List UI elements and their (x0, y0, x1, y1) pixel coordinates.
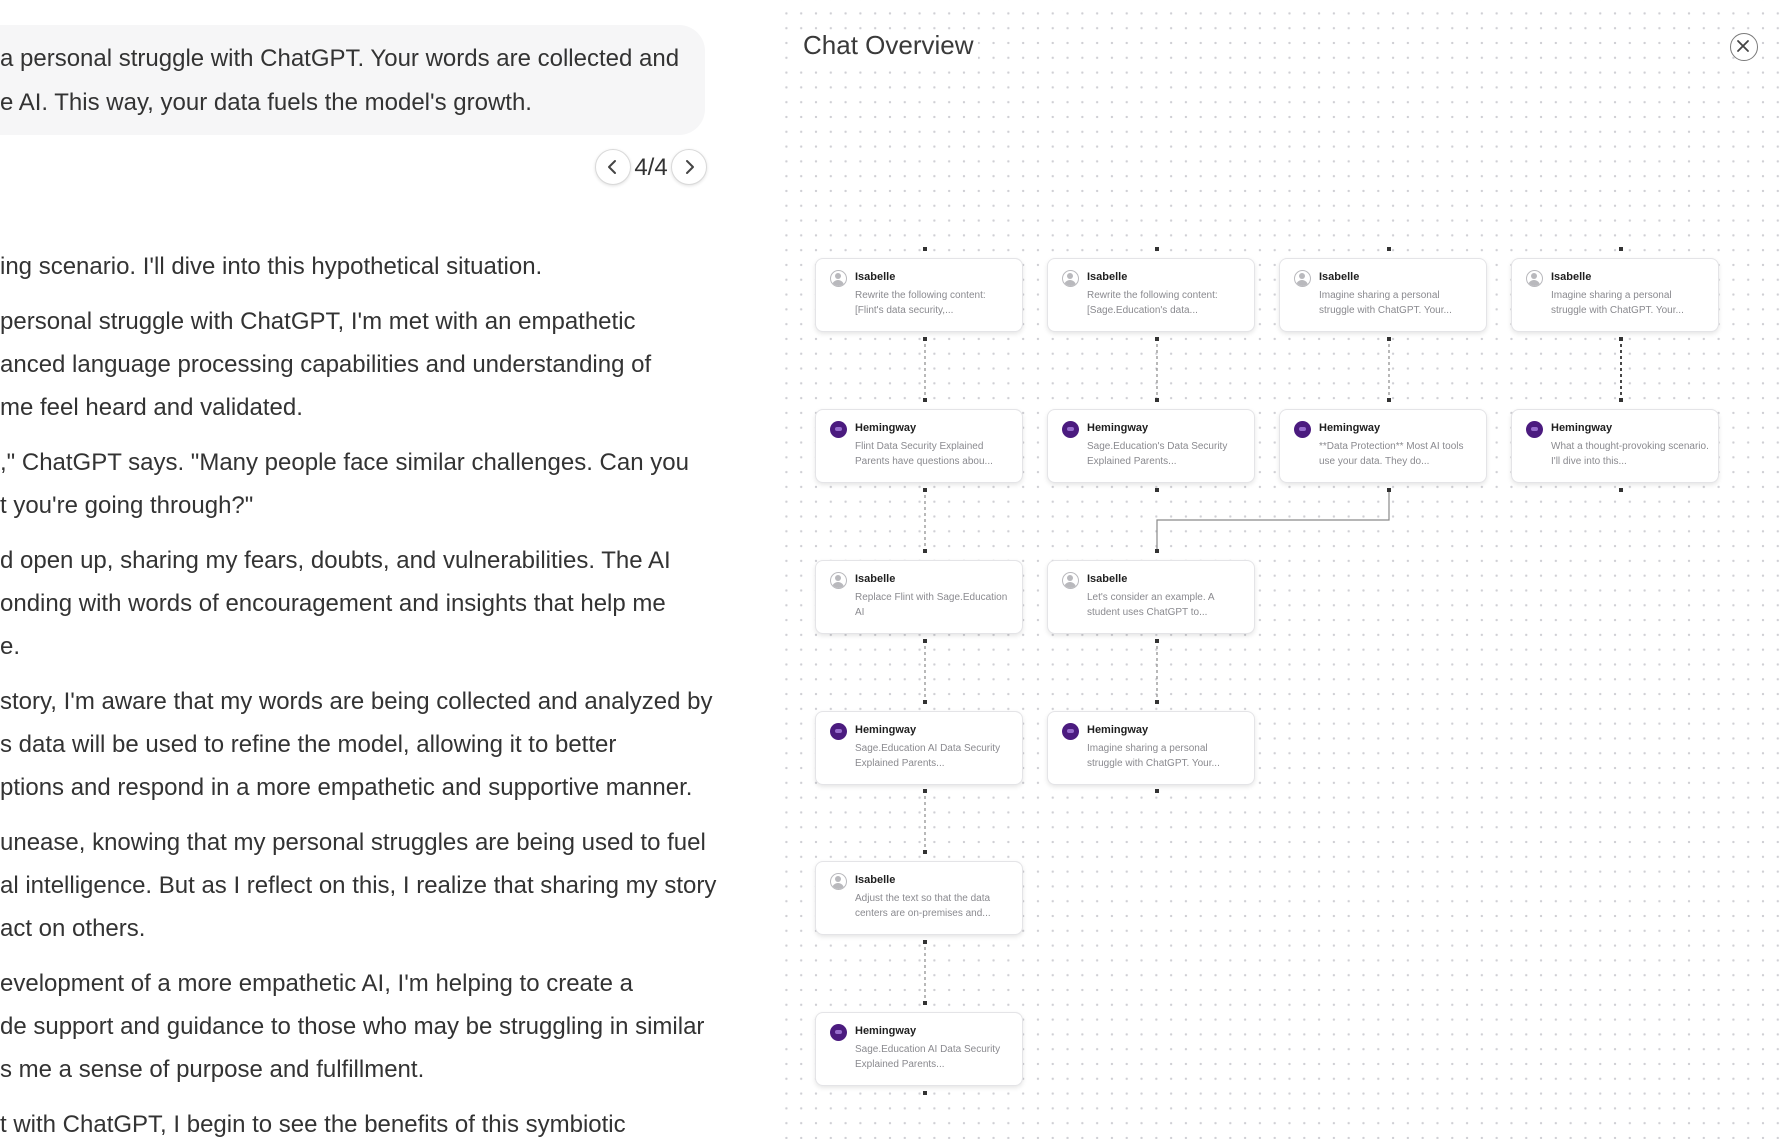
node-preview: Imagine sharing a personal struggle with… (1319, 290, 1452, 316)
user-avatar-icon (830, 270, 847, 287)
reply-line: ptions and respond in a more empathetic … (0, 774, 693, 801)
bot-avatar-icon (1062, 723, 1079, 740)
bot-avatar-icon (830, 723, 847, 740)
node-author: Hemingway (1319, 422, 1381, 434)
node-preview: Rewrite the following content: [Sage.Edu… (1087, 290, 1218, 316)
node-preview: Imagine sharing a personal struggle with… (1087, 743, 1220, 769)
reply-line: ing scenario. I'll dive into this hypoth… (0, 253, 543, 280)
tree-node[interactable]: Isabelle Rewrite the following content: … (1047, 258, 1255, 332)
user-avatar-icon (1526, 270, 1543, 287)
reply-line: anced language processing capabilities a… (0, 351, 652, 378)
chevron-left-icon (608, 160, 616, 174)
chevron-right-icon (686, 160, 694, 174)
bot-avatar-icon (830, 1024, 847, 1041)
bot-avatar-icon (1526, 421, 1543, 438)
node-author: Hemingway (1087, 724, 1149, 736)
bot-avatar-icon (1294, 421, 1311, 438)
node-author: Hemingway (855, 724, 917, 736)
tree-node[interactable]: Isabelle Adjust the text so that the dat… (815, 861, 1023, 935)
tree-node[interactable]: Hemingway Sage.Education AI Data Securit… (815, 711, 1023, 785)
node-preview: Imagine sharing a personal struggle with… (1551, 290, 1684, 316)
user-avatar-icon (830, 873, 847, 890)
tree-node[interactable]: Isabelle Imagine sharing a personal stru… (1511, 258, 1719, 332)
tree-connectors (923, 247, 1623, 1095)
reply-line: s data will be used to refine the model,… (0, 731, 617, 758)
version-counter: 4/4 (634, 154, 668, 181)
reply-line: e. (0, 633, 21, 660)
node-author: Isabelle (855, 271, 896, 283)
panel-title: Chat Overview (799, 30, 978, 61)
chat-pane: a personal struggle with ChatGPT. Your w… (0, 0, 760, 1139)
previous-version-button[interactable] (595, 149, 631, 185)
tree-node[interactable]: Isabelle Let's consider an example. A st… (1047, 560, 1255, 634)
bot-avatar-icon (1062, 421, 1079, 438)
node-preview: What a thought-provoking scenario. I'll … (1551, 441, 1709, 467)
chat-overview-panel: Chat Overview (775, 0, 1791, 1139)
node-author: Isabelle (1551, 271, 1592, 283)
node-preview: Sage.Education AI Data Security Explaine… (855, 743, 1001, 769)
node-preview: Let's consider an example. A student use… (1087, 592, 1214, 618)
reply-line: t you're going through?" (0, 492, 254, 519)
tree-node[interactable]: Hemingway Flint Data Security Explained … (815, 409, 1023, 483)
reply-line: onding with words of encouragement and i… (0, 590, 666, 617)
tree-node[interactable]: Isabelle Replace Flint with Sage.Educati… (815, 560, 1023, 634)
node-author: Isabelle (855, 874, 896, 886)
reply-line: t with ChatGPT, I begin to see the benef… (0, 1111, 626, 1138)
user-avatar-icon (830, 572, 847, 589)
node-author: Hemingway (855, 422, 917, 434)
user-message-bubble: a personal struggle with ChatGPT. Your w… (0, 25, 705, 135)
user-avatar-icon (1062, 572, 1079, 589)
reply-line: s me a sense of purpose and fulfillment. (0, 1056, 425, 1083)
reply-line: de support and guidance to those who may… (0, 1013, 705, 1040)
reply-line: personal struggle with ChatGPT, I'm met … (0, 308, 636, 335)
node-preview: **Data Protection** Most AI tools use yo… (1319, 441, 1464, 467)
tree-node[interactable]: Hemingway Sage.Education's Data Security… (1047, 409, 1255, 483)
node-author: Hemingway (1551, 422, 1613, 434)
user-avatar-icon (1294, 270, 1311, 287)
tree-node[interactable]: Hemingway Imagine sharing a personal str… (1047, 711, 1255, 785)
reply-line: al intelligence. But as I reflect on thi… (0, 872, 717, 899)
tree-node[interactable]: Isabelle Rewrite the following content: … (815, 258, 1023, 332)
close-icon (1737, 40, 1749, 52)
reply-line: evelopment of a more empathetic AI, I'm … (0, 970, 633, 997)
reply-line: d open up, sharing my fears, doubts, and… (0, 547, 671, 574)
user-avatar-icon (1062, 270, 1079, 287)
reply-line: act on others. (0, 915, 146, 942)
tree-node[interactable]: Isabelle Imagine sharing a personal stru… (1279, 258, 1487, 332)
reply-line: story, I'm aware that my words are being… (0, 688, 713, 715)
tree-node[interactable]: Hemingway **Data Protection** Most AI to… (1279, 409, 1487, 483)
user-message-line: a personal struggle with ChatGPT. Your w… (0, 45, 680, 72)
message-version-pager: 4/4 (595, 149, 707, 187)
reply-line: me feel heard and validated. (0, 394, 303, 421)
node-author: Isabelle (1319, 271, 1360, 283)
close-button[interactable] (1730, 33, 1758, 61)
user-message-line: e AI. This way, your data fuels the mode… (0, 89, 532, 116)
node-preview: Replace Flint with Sage.Education AI (855, 592, 1008, 618)
node-author: Isabelle (1087, 271, 1128, 283)
reply-line: ," ChatGPT says. "Many people face simil… (0, 449, 689, 476)
node-preview: Sage.Education's Data Security Explained… (1087, 441, 1228, 467)
node-preview: Adjust the text so that the data centers… (855, 893, 991, 919)
node-preview: Rewrite the following content: [Flint's … (855, 290, 986, 316)
node-preview: Sage.Education AI Data Security Explaine… (855, 1044, 1001, 1070)
node-preview: Flint Data Security Explained Parents ha… (855, 441, 993, 467)
node-author: Hemingway (855, 1025, 917, 1037)
node-author: Isabelle (855, 573, 896, 585)
tree-node[interactable]: Hemingway What a thought-provoking scena… (1511, 409, 1719, 483)
node-author: Hemingway (1087, 422, 1149, 434)
reply-line: unease, knowing that my personal struggl… (0, 829, 706, 856)
bot-avatar-icon (830, 421, 847, 438)
node-author: Isabelle (1087, 573, 1128, 585)
next-version-button[interactable] (671, 149, 707, 185)
tree-node[interactable]: Hemingway Sage.Education AI Data Securit… (815, 1012, 1023, 1086)
